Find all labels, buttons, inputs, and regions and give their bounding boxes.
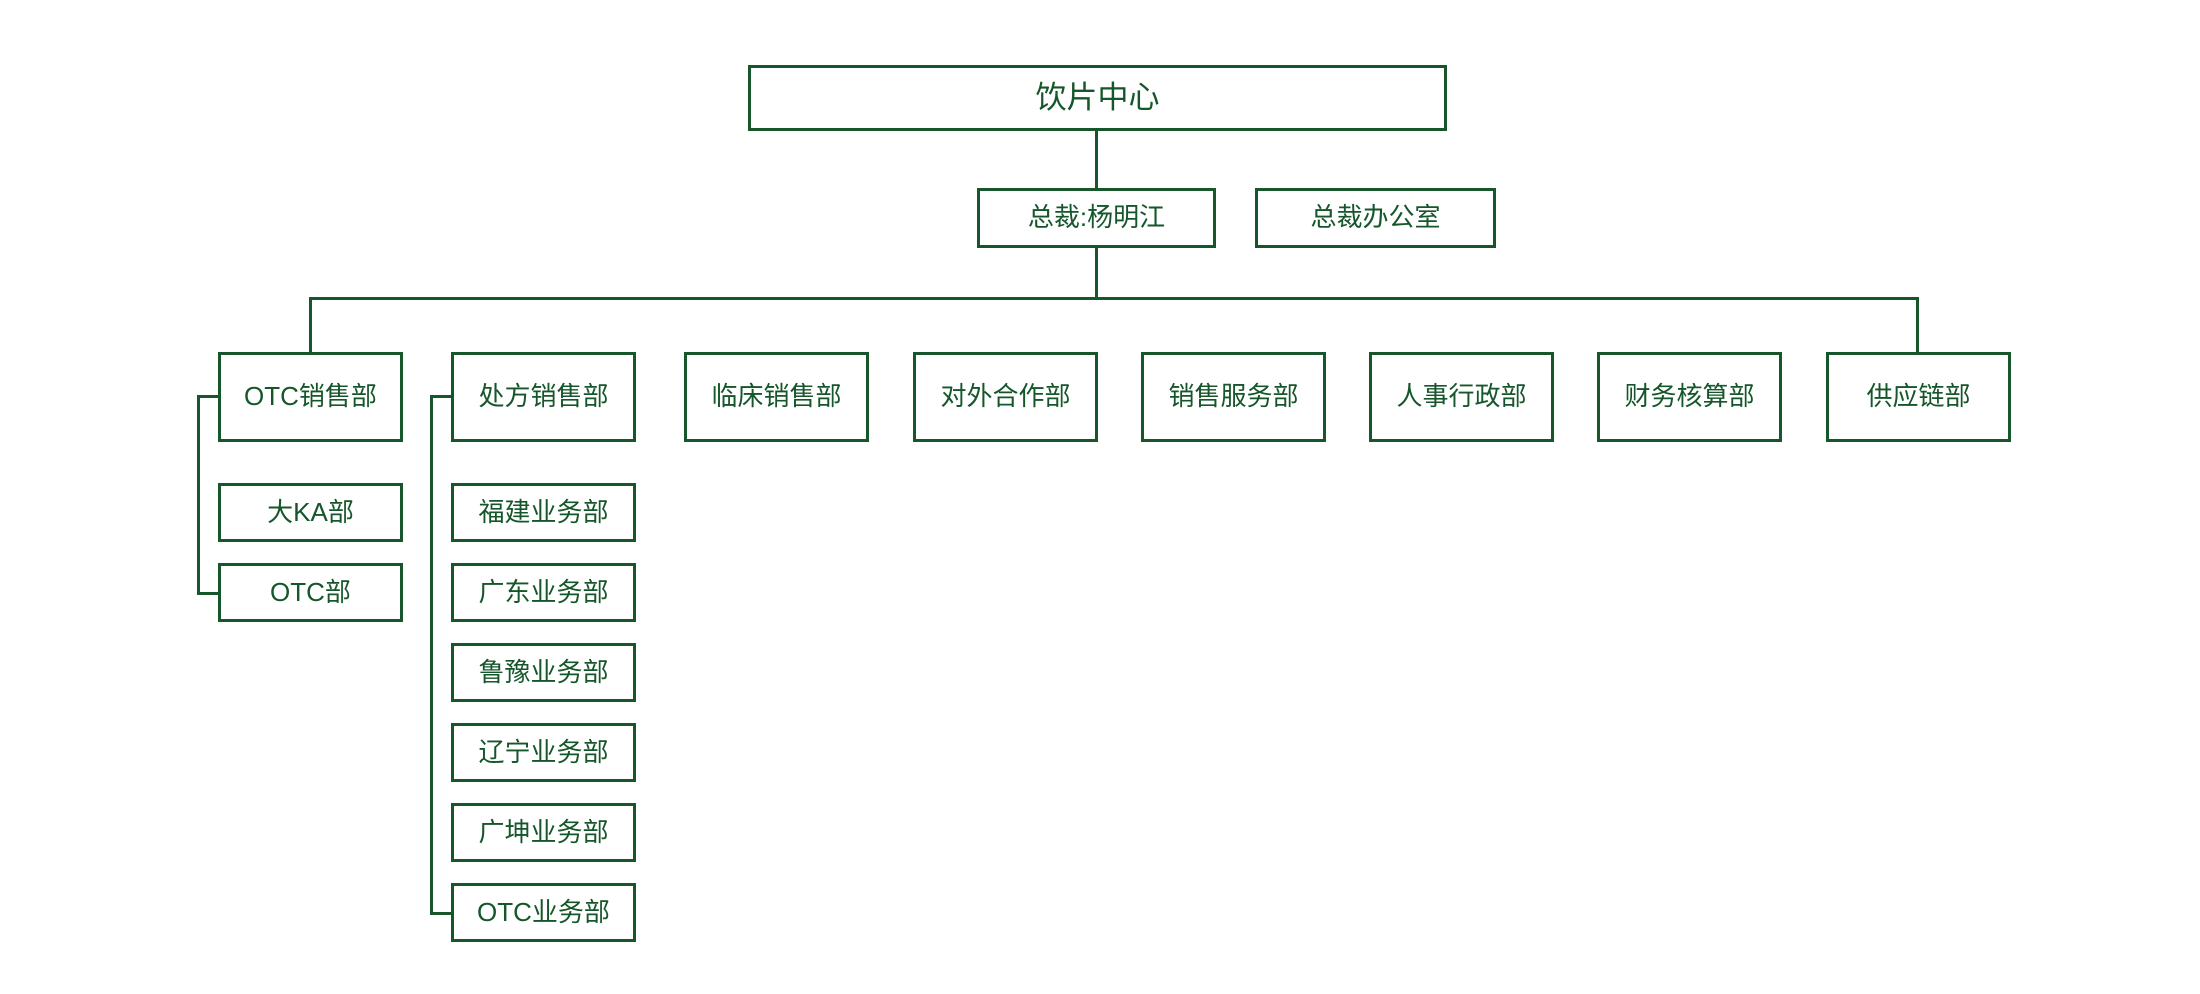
- node-sub-guangkun[interactable]: 广坤业务部: [451, 803, 636, 862]
- connector-rx-bracket-spine: [430, 395, 433, 915]
- node-dept-hr-admin[interactable]: 人事行政部: [1369, 352, 1554, 442]
- node-sub-fujian[interactable]: 福建业务部: [451, 483, 636, 542]
- connector-bus-horizontal: [309, 297, 1919, 300]
- node-sub-luyu[interactable]: 鲁豫业务部: [451, 643, 636, 702]
- connector-bus-to-dept-1: [309, 297, 312, 353]
- node-dept-rx-sales[interactable]: 处方销售部: [451, 352, 636, 442]
- node-ceo-office[interactable]: 总裁办公室: [1255, 188, 1496, 248]
- node-dept-otc-sales[interactable]: OTC销售部: [218, 352, 403, 442]
- node-sub-guangdong[interactable]: 广东业务部: [451, 563, 636, 622]
- node-sub-liaoning[interactable]: 辽宁业务部: [451, 723, 636, 782]
- node-dept-clinical-sales[interactable]: 临床销售部: [684, 352, 869, 442]
- node-sub-otc[interactable]: OTC部: [218, 563, 403, 622]
- connector-rx-bracket-stub-last: [430, 912, 454, 915]
- node-dept-sales-service[interactable]: 销售服务部: [1141, 352, 1326, 442]
- node-dept-external-cooperation[interactable]: 对外合作部: [913, 352, 1098, 442]
- node-sub-otc-business[interactable]: OTC业务部: [451, 883, 636, 942]
- connector-ceo-to-bus: [1095, 248, 1098, 300]
- connector-otc-bracket-stub-last: [197, 592, 221, 595]
- node-ceo[interactable]: 总裁:杨明江: [977, 188, 1216, 248]
- connector-rx-bracket-stub-parent: [430, 395, 454, 398]
- connector-root-to-ceo: [1095, 131, 1098, 189]
- connector-otc-bracket-stub-parent: [197, 395, 221, 398]
- node-sub-big-ka[interactable]: 大KA部: [218, 483, 403, 542]
- node-dept-supply-chain[interactable]: 供应链部: [1826, 352, 2011, 442]
- node-root-center[interactable]: 饮片中心: [748, 65, 1447, 131]
- connector-otc-bracket-spine: [197, 395, 200, 595]
- connector-bus-to-dept-8: [1916, 297, 1919, 353]
- node-dept-finance-accounting[interactable]: 财务核算部: [1597, 352, 1782, 442]
